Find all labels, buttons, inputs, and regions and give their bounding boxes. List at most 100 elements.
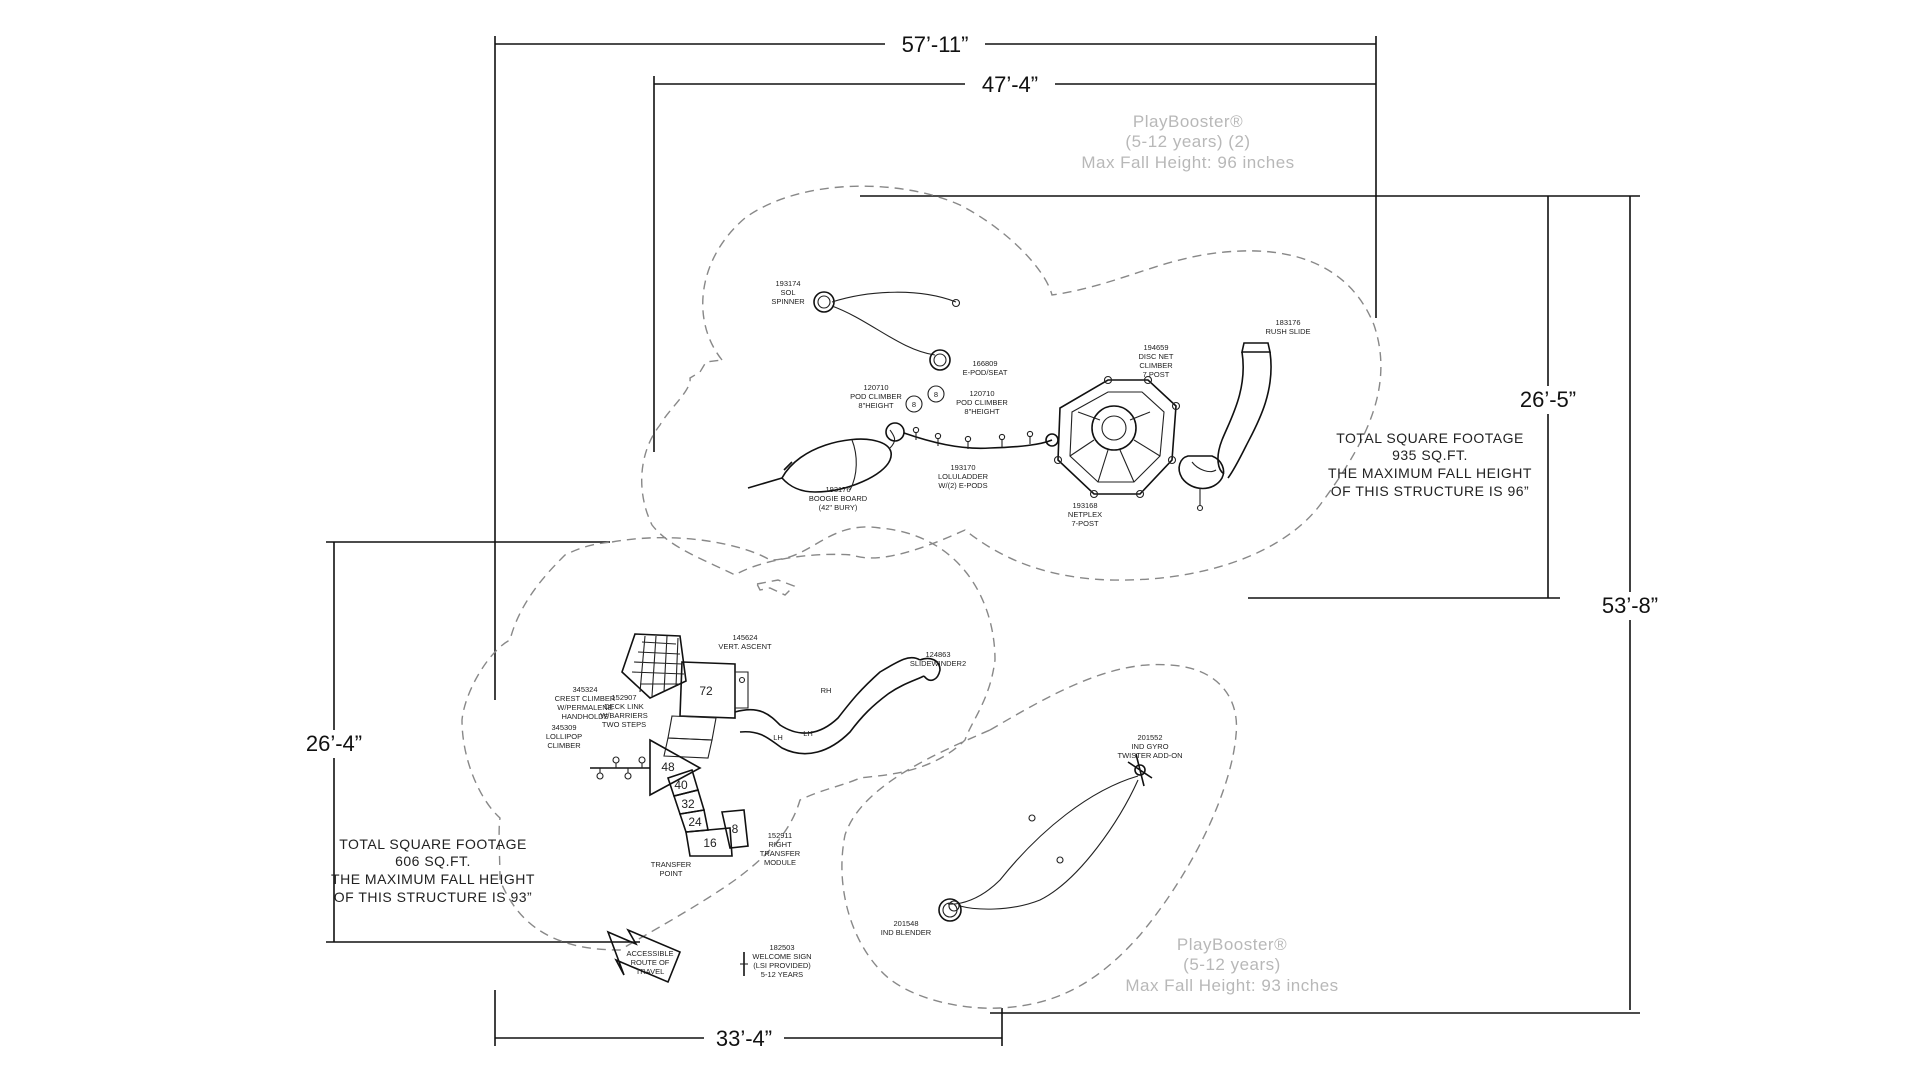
deck-72: 72: [679, 661, 736, 719]
welcome-sign-label-1: 182503: [769, 943, 794, 952]
netplex-label-2: NETPLEX: [1068, 510, 1102, 519]
ind-blender: [938, 898, 962, 922]
deck-link-label-1: 152907: [611, 693, 636, 702]
lower-sqft-line-2: 606 SQ.FT.: [395, 853, 471, 869]
pod-climber-left-label-3: 8"HEIGHT: [858, 401, 894, 410]
upper-structure-label: PlayBooster® (5-12 years) (2) Max Fall H…: [1081, 112, 1294, 172]
right-transfer-module-label-3: TRANSFER: [760, 849, 801, 858]
transfer-steps: 40 32 24 16 8: [666, 768, 749, 857]
disc-net-climber-label-3: CLIMBER: [1139, 361, 1173, 370]
boogie-board: [747, 429, 896, 493]
lower-structure-name: PlayBooster®: [1177, 935, 1287, 954]
e-pod-seat-label-2: E-POD/SEAT: [963, 368, 1008, 377]
pod-climber-right-label: 120710 POD CLIMBER 8"HEIGHT: [956, 389, 1008, 416]
upper-sqft-line-1: TOTAL SQUARE FOOTAGE: [1336, 430, 1524, 446]
sol-spinner-label-2: SOL: [780, 288, 795, 297]
pod-climber-left-label: 120710 POD CLIMBER 8"HEIGHT: [850, 383, 902, 410]
lollipop-climber-label: 345309 LOLLIPOP CLIMBER: [546, 723, 582, 750]
transfer-point-label-2: POINT: [660, 869, 683, 878]
gyro-twister-label: 201552 IND GYRO TWISTER ADD-ON: [1118, 733, 1183, 760]
pod-climbers: 8 8: [905, 385, 945, 413]
lower-left-use-zone: [461, 526, 996, 951]
upper-structure-age: (5-12 years) (2): [1125, 132, 1250, 151]
sol-spinner-label-3: SPINNER: [771, 297, 805, 306]
upper-square-footage-note: TOTAL SQUARE FOOTAGE 935 SQ.FT. THE MAXI…: [1328, 430, 1532, 499]
crest-climber-label-2: CREST CLIMBER: [555, 694, 616, 703]
boogie-board-label: 193176 BOOGIE BOARD (42" BURY): [809, 485, 868, 512]
sol-spinner: [813, 291, 961, 371]
accessible-route-label-1: ACCESSIBLE: [626, 949, 673, 958]
step-40-number: 40: [674, 778, 688, 792]
loluladder-label: 193170 LOLULADDER W/(2) E-PODS: [938, 463, 989, 490]
slide-mark-lh-1: LH: [773, 733, 783, 742]
vert-ascent-label: 145624 VERT. ASCENT: [718, 633, 772, 651]
lollipop-climber-label-3: CLIMBER: [547, 741, 581, 750]
lower-right-use-zone: [841, 663, 1238, 1009]
welcome-sign-label-3: (LSI PROVIDED): [753, 961, 811, 970]
loluladder-label-2: LOLULADDER: [938, 472, 989, 481]
dim-overall-height: 53’-8”: [1602, 593, 1658, 618]
rush-slide-label-1: 183176: [1275, 318, 1300, 327]
lollipop-climber-label-1: 345309: [551, 723, 576, 732]
netplex-label: 193168 NETPLEX 7-POST: [1068, 501, 1102, 528]
right-transfer-module-label: 152911 RIGHT TRANSFER MODULE: [760, 831, 801, 867]
disc-net-climber-label: 194659 DISC NET CLIMBER 7 POST: [1138, 343, 1173, 379]
dim-upper-width: 47’-4”: [982, 72, 1038, 97]
crest-climber-label-3: W/PERMALENE: [557, 703, 612, 712]
boogie-board-label-1: 193176: [825, 485, 850, 494]
e-pod-seat-label: 166809 E-POD/SEAT: [963, 359, 1008, 377]
upper-structure-name: PlayBooster®: [1133, 112, 1243, 131]
slidewinder-label-2: SLIDEWINDER2: [910, 659, 966, 668]
pod-climber-left-label-2: POD CLIMBER: [850, 392, 902, 401]
ind-blender-label: 201548 IND BLENDER: [881, 919, 932, 937]
gyro-twister-label-1: 201552: [1137, 733, 1162, 742]
pod-climber-right-label-1: 120710: [969, 389, 994, 398]
slide-mark-lh-2: LH: [803, 729, 813, 738]
e-pod-seat-label-1: 166809: [972, 359, 997, 368]
welcome-sign-label: 182503 WELCOME SIGN (LSI PROVIDED) 5-12 …: [752, 943, 811, 979]
lower-sqft-line-4: OF THIS STRUCTURE IS 93”: [334, 889, 532, 905]
vert-ascent: [734, 671, 749, 709]
dim-overall-width: 57’-11”: [902, 32, 969, 57]
vert-ascent-label-1: 145624: [732, 633, 757, 642]
disc-net-climber-label-4: 7 POST: [1143, 370, 1170, 379]
gyro-twister-label-2: IND GYRO: [1131, 742, 1168, 751]
loluladder-label-3: W/(2) E-PODS: [938, 481, 987, 490]
slide-mark-rh: RH: [821, 686, 832, 695]
deck-link-label-4: TWO STEPS: [602, 720, 646, 729]
zone-fragment: [755, 579, 796, 596]
dim-lower-height: 26’-4”: [306, 731, 362, 756]
lower-sqft-line-1: TOTAL SQUARE FOOTAGE: [339, 836, 527, 852]
crest-climber: [621, 633, 687, 699]
deck-link-label-2: DECK LINK: [604, 702, 644, 711]
boogie-board-label-3: (42" BURY): [819, 503, 858, 512]
slidewinder-slide: RH LH LH: [734, 656, 941, 755]
slidewinder-label: 124863 SLIDEWINDER2: [910, 650, 966, 668]
gyro-twister: [947, 753, 1153, 910]
right-transfer-module-label-1: 152911: [768, 831, 792, 840]
upper-sqft-line-4: OF THIS STRUCTURE IS 96”: [1331, 483, 1529, 499]
accessible-route-label-3: TRAVEL: [636, 967, 665, 976]
upper-use-zone: [641, 185, 1382, 581]
netplex: [1053, 375, 1181, 499]
right-transfer-module-label-4: MODULE: [764, 858, 796, 867]
pod-climber-right-label-2: POD CLIMBER: [956, 398, 1008, 407]
welcome-sign-label-4: 5-12 YEARS: [761, 970, 803, 979]
sol-spinner-label: 193174 SOL SPINNER: [771, 279, 805, 306]
step-24-number: 24: [688, 815, 702, 829]
right-transfer-module-label-2: RIGHT: [768, 840, 792, 849]
netplex-label-3: 7-POST: [1071, 519, 1099, 528]
gyro-twister-label-3: TWISTER ADD-ON: [1118, 751, 1183, 760]
deck-link-label: 152907 DECK LINK W/BARRIERS TWO STEPS: [600, 693, 648, 729]
lower-sqft-line-3: THE MAXIMUM FALL HEIGHT: [331, 871, 535, 887]
disc-net-climber-label-1: 194659: [1143, 343, 1168, 352]
crest-climber-label: 345324 CREST CLIMBER W/PERMALENE HANDHOL…: [555, 685, 616, 721]
boogie-board-label-2: BOOGIE BOARD: [809, 494, 868, 503]
dim-upper-height: 26’-5”: [1520, 387, 1576, 412]
dim-lower-width: 33’-4”: [716, 1026, 772, 1051]
crest-climber-label-4: HANDHOLDS: [561, 712, 608, 721]
upper-sqft-line-3: THE MAXIMUM FALL HEIGHT: [1328, 465, 1532, 481]
step-32-number: 32: [681, 797, 695, 811]
pod-climber-left-number: 8: [912, 400, 916, 409]
